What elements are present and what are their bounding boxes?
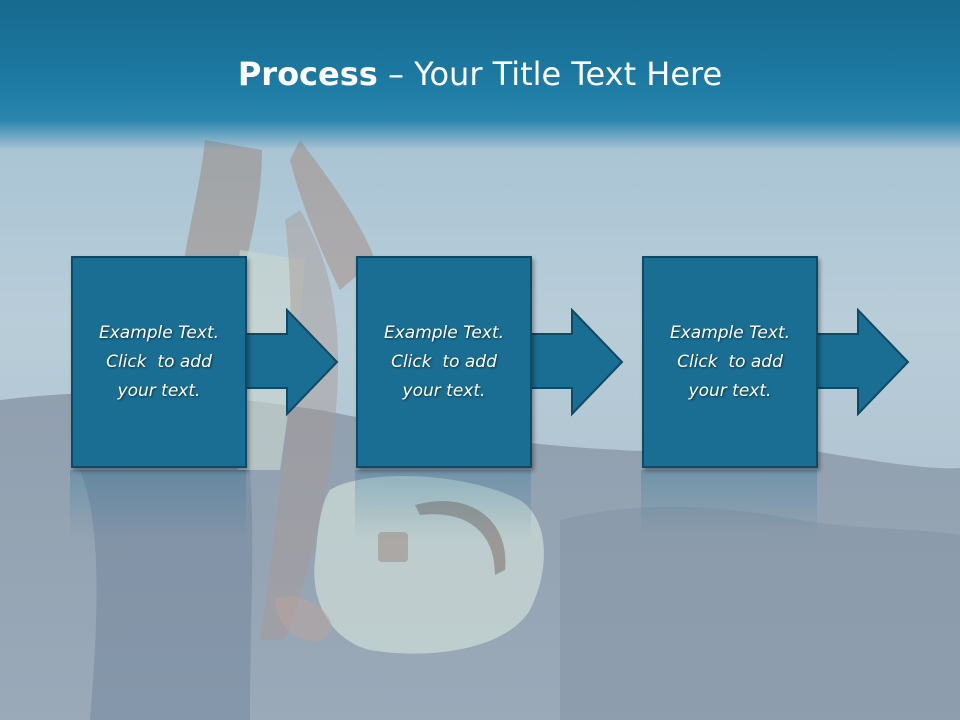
step-box[interactable]: Example Text. Click to add your text. [356, 256, 532, 468]
step-text-line: Example Text. [669, 322, 791, 343]
step-box[interactable]: Example Text. Click to add your text. [71, 256, 247, 468]
step-text-line: Example Text. [383, 322, 505, 343]
title-bold: Process [237, 55, 378, 93]
step-text-line: your text. [402, 380, 486, 401]
step-text-line: Click to add [106, 351, 212, 372]
step-text-line: your text. [117, 380, 201, 401]
step-text-line: Click to add [677, 351, 783, 372]
arrow-right-icon [530, 308, 624, 417]
slide-title[interactable]: Process – Your Title Text Here [0, 52, 960, 96]
arrow-right-icon [245, 308, 339, 417]
step-text: Example Text. Click to add your text. [374, 319, 514, 406]
header-band [0, 0, 960, 150]
step-text-line: Click to add [391, 351, 497, 372]
process-step-3: Example Text. Click to add your text. [642, 256, 960, 468]
process-step-1: Example Text. Click to add your text. [71, 256, 416, 468]
step-text-line: your text. [688, 380, 772, 401]
step-text: Example Text. Click to add your text. [660, 319, 800, 406]
step-box[interactable]: Example Text. Click to add your text. [642, 256, 818, 468]
process-step-2: Example Text. Click to add your text. [356, 256, 701, 468]
title-rest: – Your Title Text Here [377, 55, 723, 93]
step-text-line: Example Text. [98, 322, 220, 343]
step-reflection [70, 470, 246, 540]
step-reflection [355, 470, 531, 540]
arrow-right-icon [816, 308, 910, 417]
step-reflection [641, 470, 817, 540]
step-text: Example Text. Click to add your text. [89, 319, 229, 406]
